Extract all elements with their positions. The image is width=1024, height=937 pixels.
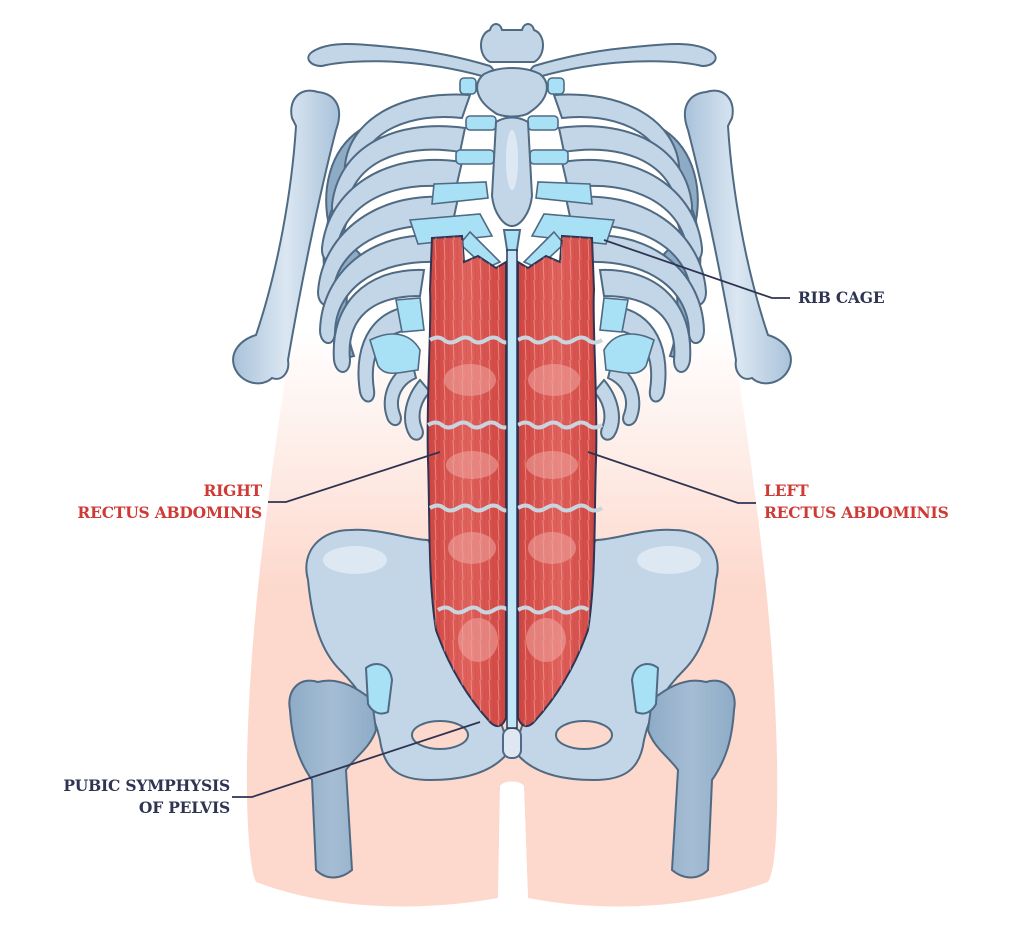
- right-rectus-abdominis: [426, 234, 516, 728]
- leader-line-right-rectus: [268, 451, 441, 503]
- label-left-rectus-line2: RECTUS ABDOMINIS: [764, 503, 949, 522]
- left-rectus-abdominis: [516, 234, 604, 728]
- humerus-right: [232, 89, 341, 385]
- sternum: [476, 23, 548, 257]
- label-left-rectus-abdominis: LEFT RECTUS ABDOMINIS: [764, 480, 949, 524]
- label-right-rectus-abdominis: RIGHT RECTUS ABDOMINIS: [77, 480, 262, 524]
- leader-lines: [232, 239, 790, 798]
- label-rib-cage-text: RIB CAGE: [798, 288, 885, 307]
- linea-alba: [506, 249, 518, 729]
- femurs: [288, 663, 736, 879]
- label-pubic-symphysis-line1: PUBIC SYMPHYSIS: [63, 776, 230, 795]
- label-right-rectus-line2: RECTUS ABDOMINIS: [77, 503, 262, 522]
- label-right-rectus-line1: RIGHT: [203, 481, 262, 500]
- leader-line-rib-cage: [603, 239, 790, 299]
- leader-line-left-rectus: [587, 451, 756, 504]
- label-pubic-symphysis-line2: OF PELVIS: [138, 798, 230, 817]
- label-pubic-symphysis: PUBIC SYMPHYSIS OF PELVIS: [63, 775, 230, 819]
- humerus-left: [683, 89, 792, 385]
- leader-line-pubic-symphysis: [232, 721, 481, 798]
- label-rib-cage: RIB CAGE: [798, 287, 885, 309]
- label-left-rectus-line1: LEFT: [764, 481, 809, 500]
- costal-cartilage: [369, 77, 655, 375]
- pelvis: [305, 528, 719, 782]
